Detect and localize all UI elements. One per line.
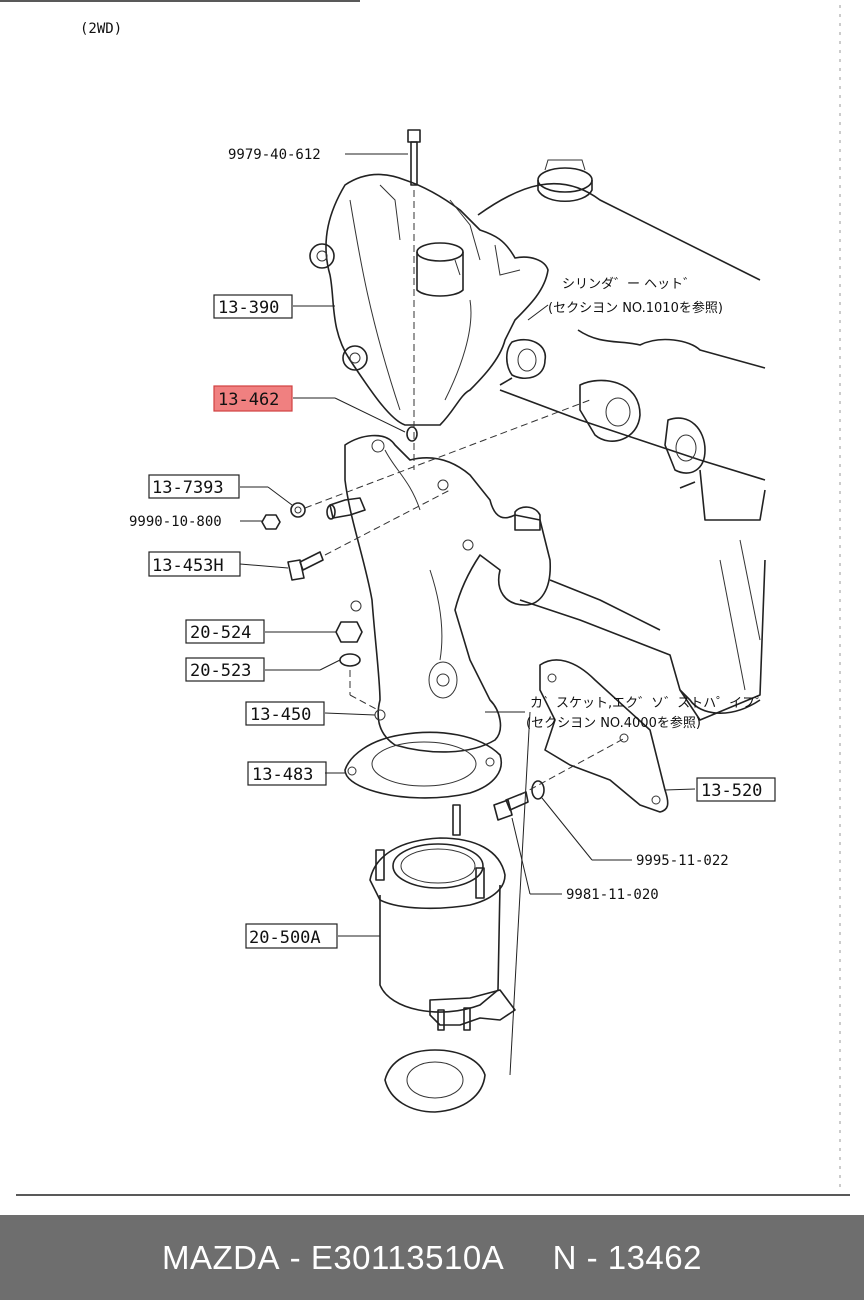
label-box-13-390 [213, 294, 293, 319]
label-20-524[interactable]: 20-524 [190, 623, 251, 643]
label-13-7393[interactable]: 13-7393 [152, 478, 224, 498]
label-box-20-500A [245, 923, 338, 949]
label-13-483[interactable]: 13-483 [252, 765, 313, 785]
label-9990-10-800: 9990-10-800 [129, 514, 222, 530]
label-13-390[interactable]: 13-390 [218, 298, 279, 318]
label-20-523[interactable]: 20-523 [190, 661, 251, 681]
variant-label: (2WD) [80, 21, 122, 37]
footer-brand: MAZDA [161, 1238, 280, 1276]
label-box-13-483 [247, 761, 327, 786]
label-9995-11-022: 9995-11-022 [636, 853, 729, 869]
gasket-note-line1: カ゛スケット,エク゛ソ゛ストハ゜イフ゜ [530, 696, 768, 711]
gasket-note-line2: (セクシヨン NO.4000を参照) [526, 715, 701, 731]
label-box-20-524 [185, 619, 265, 644]
leader-lines [239, 153, 696, 1076]
label-highlight-13-462 [213, 385, 293, 412]
manifold-gasket [344, 731, 502, 799]
bracket [539, 659, 669, 813]
label-9981-11-020: 9981-11-020 [566, 887, 659, 903]
label-13-450[interactable]: 13-450 [250, 705, 311, 725]
catalytic-converter [369, 804, 516, 1031]
cylinder-head-drawing [477, 159, 766, 721]
alignment-lines [304, 190, 626, 796]
part-info-footer: MAZDA - E30113510A N - 13462 [0, 1215, 864, 1300]
footer-dash: - [279, 1238, 311, 1276]
exhaust-manifold [326, 434, 551, 753]
label-box-20-523 [185, 657, 265, 682]
label-13-462[interactable]: 13-462 [218, 390, 279, 410]
label-box-13-450 [245, 701, 325, 726]
label-13-520[interactable]: 13-520 [701, 781, 762, 801]
part-labels: 9979-40-612 13-390 13-462 13-7393 9990-1… [129, 147, 776, 949]
label-box-13-453H [148, 551, 241, 577]
footer-oem-number: E30113510A [310, 1238, 505, 1276]
cylinder-head-note-line2: (セクシヨン NO.1010を参照) [548, 300, 723, 316]
exhaust-pipe-gasket [384, 1049, 486, 1113]
footer-ref-number: N - 13462 [552, 1238, 702, 1276]
label-box-13-7393 [148, 474, 240, 499]
footer-gap [504, 1239, 552, 1277]
cylinder-head-note-line1: シリンダ゛ー ヘット゛ [562, 277, 696, 292]
gasket-note: カ゛スケット,エク゛ソ゛ストハ゜イフ゜ (セクシヨン NO.4000を参照) [526, 696, 768, 731]
label-20-500A[interactable]: 20-500A [249, 928, 321, 948]
fasteners [261, 129, 545, 821]
upper-heat-insulator [309, 173, 549, 426]
label-box-13-520 [696, 777, 776, 802]
exhaust-manifold-diagram: (2WD) [0, 0, 850, 1196]
label-13-453H[interactable]: 13-453H [152, 556, 224, 576]
label-9979-40-612: 9979-40-612 [228, 147, 321, 163]
cylinder-head-note: シリンダ゛ー ヘット゛ (セクシヨン NO.1010を参照) [548, 277, 723, 316]
